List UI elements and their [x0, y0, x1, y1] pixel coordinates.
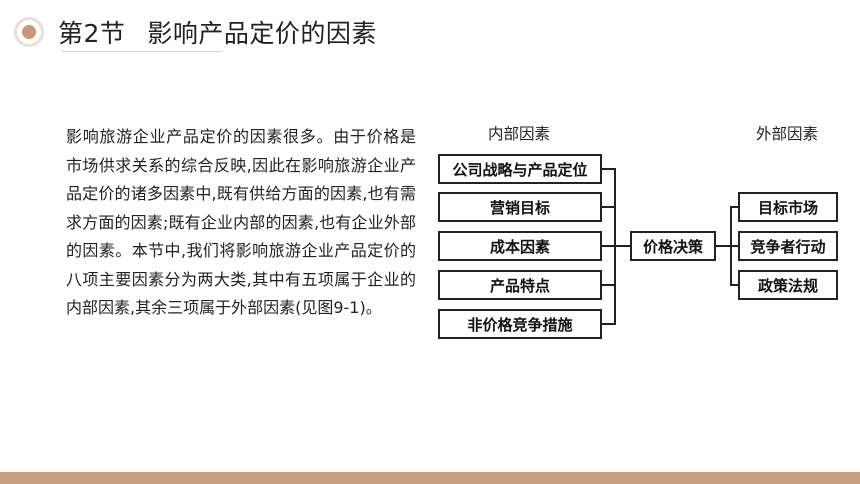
internal-factors-header: 内部因素: [488, 125, 551, 143]
external-factors-header: 外部因素: [756, 125, 819, 143]
section-number: 第2节: [58, 19, 126, 48]
connector: [602, 284, 616, 286]
logo-dot-icon: [22, 25, 36, 39]
section-title: 影响产品定价的因素: [147, 19, 377, 48]
footer-bar: [0, 472, 860, 484]
factor-diagram: 内部因素 外部因素 公司战略与产品定位 营销目标 成本因素 产品特点 非价格竞争…: [430, 118, 850, 350]
connector: [602, 245, 616, 247]
connector: [716, 245, 732, 247]
connector: [614, 245, 630, 247]
internal-factor-5: 非价格竞争措施: [438, 309, 602, 339]
page-title: 第2节影响产品定价的因素: [58, 14, 377, 50]
connector: [602, 206, 616, 208]
connector: [730, 245, 738, 247]
connector: [602, 323, 616, 325]
internal-factor-3: 成本因素: [438, 231, 602, 261]
center-price-decision: 价格决策: [630, 231, 716, 261]
external-factor-3: 政策法规: [738, 270, 838, 300]
title-underline: [62, 51, 222, 52]
internal-factor-1: 公司战略与产品定位: [438, 154, 602, 184]
external-factor-1: 目标市场: [738, 192, 838, 222]
connector: [602, 168, 616, 170]
external-factor-2: 竞争者行动: [738, 231, 838, 261]
internal-factor-2: 营销目标: [438, 192, 602, 222]
logo-ring-icon: [14, 17, 44, 47]
internal-factor-4: 产品特点: [438, 270, 602, 300]
connector: [730, 206, 738, 208]
connector: [730, 284, 738, 286]
body-paragraph: 影响旅游企业产品定价的因素很多。由于价格是市场供求关系的综合反映,因此在影响旅游…: [66, 127, 416, 317]
